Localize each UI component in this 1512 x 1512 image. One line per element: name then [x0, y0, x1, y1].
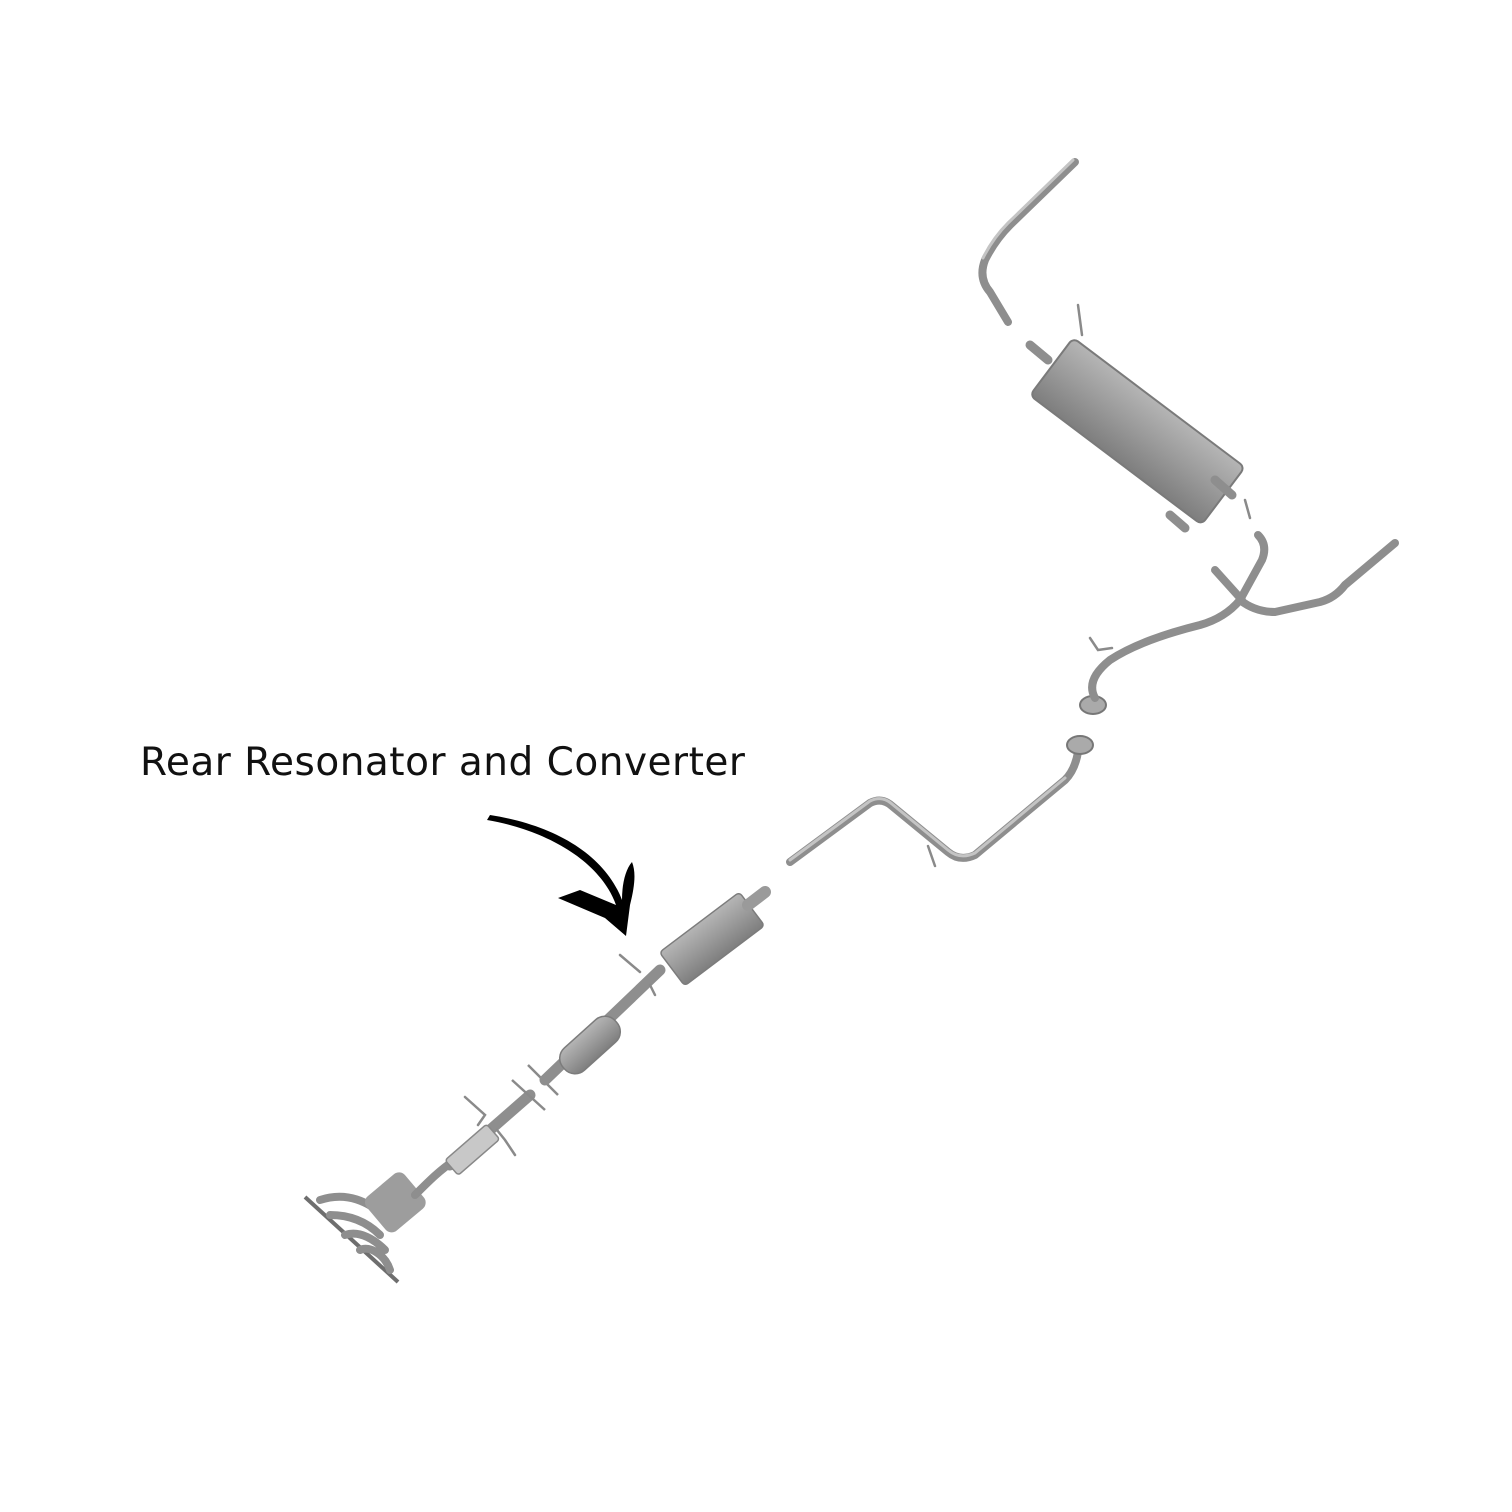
rear-resonator-converter-label: Rear Resonator and Converter	[140, 740, 746, 785]
rear-converter	[527, 953, 666, 1096]
over-axle-pipe	[1079, 531, 1399, 715]
intermediate-pipe	[786, 735, 1094, 868]
rear-resonator	[660, 886, 771, 986]
arrow-pointer	[487, 815, 635, 936]
front-flex-pipe	[444, 1079, 546, 1175]
muffler	[1025, 303, 1252, 533]
tailpipe	[978, 158, 1079, 326]
exhaust-manifold	[303, 1156, 459, 1284]
